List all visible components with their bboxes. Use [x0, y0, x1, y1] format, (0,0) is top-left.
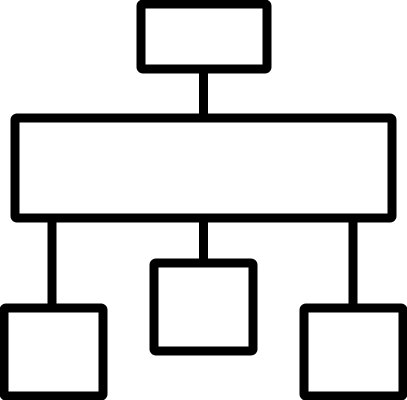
- left-child-box: [0, 303, 108, 400]
- top-node-box: [136, 0, 272, 74]
- center-child-box: [149, 258, 258, 356]
- right-child-box: [299, 303, 407, 400]
- middle-bar-box: [10, 113, 397, 223]
